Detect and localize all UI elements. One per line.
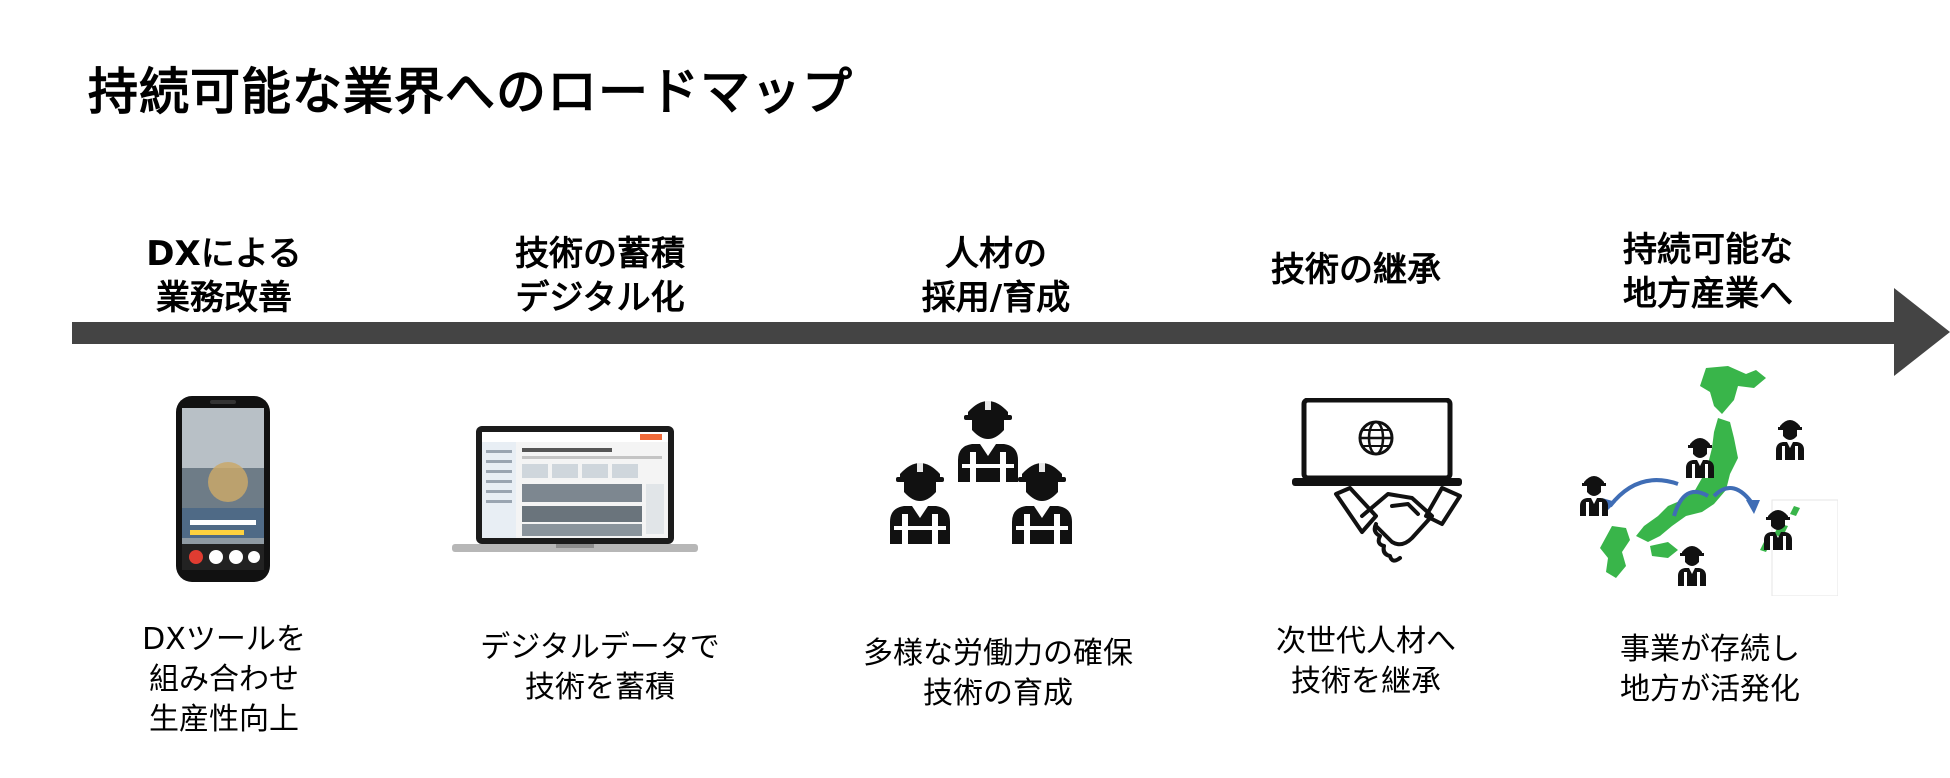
stage-heading-dx: DXによる 業務改善 [146,234,302,318]
timeline-arrow-head [1894,288,1950,376]
worker-icon [1012,458,1072,544]
smartphone-illustration [174,394,272,584]
timeline-arrow-shaft [72,322,1897,344]
worker-icon [1776,420,1804,460]
laptop-handshake-illustration [1292,398,1478,578]
stage-desc-inherit: 次世代人材へ 技術を継承 [1276,624,1456,699]
timeline-arrow [72,288,1950,376]
page-title: 持続可能な業界へのロードマップ [88,63,853,121]
japan-map-illustration [1568,366,1838,596]
worker-icon [1580,476,1608,516]
worker-icon [890,458,950,544]
stage-desc-digital: デジタルデータで 技術を蓄積 [480,630,720,705]
laptop-dashboard-illustration [452,424,698,556]
worker-icon [1678,546,1706,586]
stage-heading-sustainable: 持続可能な 地方産業へ [1623,230,1793,314]
stage-desc-sustainable: 事業が存続し 地方が活発化 [1620,632,1800,707]
worker-icon [1764,510,1792,550]
stage-heading-hr: 人材の 採用/育成 [921,234,1071,318]
workers-group-illustration [884,390,1094,570]
stage-desc-dx: DXツールを 組み合わせ 生産性向上 [142,622,306,737]
stage-heading-inherit: 技術の継承 [1271,250,1441,290]
worker-icon [958,396,1018,482]
stage-heading-digital: 技術の蓄積 デジタル化 [515,234,685,318]
stage-desc-hr: 多様な労働力の確保 技術の育成 [863,636,1133,711]
